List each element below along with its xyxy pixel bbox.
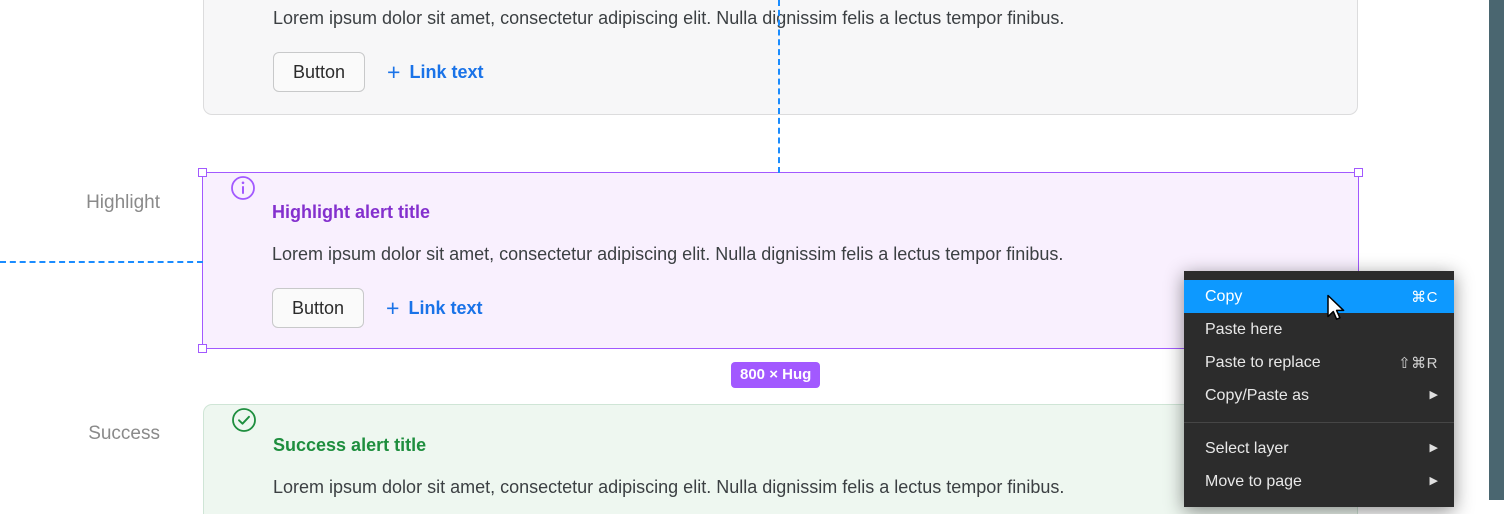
plus-icon: + xyxy=(387,59,401,85)
alert-highlight[interactable]: Highlight alert title Lorem ipsum dolor … xyxy=(203,173,1358,348)
check-circle-icon xyxy=(231,407,257,433)
alert-info-link-label: Link text xyxy=(409,62,484,82)
menu-item-label: Copy xyxy=(1205,287,1243,305)
alert-info-link[interactable]: + Link text xyxy=(387,59,484,85)
menu-item-copy[interactable]: Copy ⌘C xyxy=(1184,280,1454,313)
menu-separator xyxy=(1184,422,1454,423)
smart-guide-vertical xyxy=(778,0,780,173)
menu-item-label: Move to page xyxy=(1205,472,1302,490)
chevron-right-icon: ▶ xyxy=(1429,475,1438,487)
alert-success-title: Success alert title xyxy=(273,435,427,455)
menu-item-copy-paste-as[interactable]: Copy/Paste as ▶ xyxy=(1184,379,1454,412)
alert-highlight-link[interactable]: + Link text xyxy=(386,295,483,321)
chevron-right-icon: ▶ xyxy=(1429,442,1438,454)
menu-item-paste-to-replace[interactable]: Paste to replace ⇧⌘R xyxy=(1184,346,1454,379)
smart-guide-horizontal xyxy=(0,261,203,263)
alert-highlight-link-label: Link text xyxy=(408,298,483,318)
menu-item-label: Paste to replace xyxy=(1205,353,1321,371)
right-panel-strip xyxy=(1489,0,1504,500)
chevron-right-icon: ▶ xyxy=(1429,389,1438,401)
menu-item-move-to-page[interactable]: Move to page ▶ xyxy=(1184,465,1454,498)
alert-highlight-body: Lorem ipsum dolor sit amet, consectetur … xyxy=(272,244,1064,264)
row-label-success: Success xyxy=(88,423,160,444)
alert-success[interactable]: Success alert title Lorem ipsum dolor si… xyxy=(203,404,1358,514)
plus-icon: + xyxy=(386,295,400,321)
alert-info-actions: Button + Link text xyxy=(273,52,1357,92)
alert-info-button[interactable]: Button xyxy=(273,52,366,92)
alert-info[interactable]: Lorem ipsum dolor sit amet, consectetur … xyxy=(203,0,1358,115)
menu-item-label: Copy/Paste as xyxy=(1205,386,1310,404)
alert-highlight-actions: Button + Link text xyxy=(272,288,1358,328)
alert-info-body: Lorem ipsum dolor sit amet, consectetur … xyxy=(273,8,1065,28)
menu-item-shortcut: ⌘C xyxy=(1411,288,1438,306)
info-circle-icon xyxy=(230,175,256,201)
menu-item-label: Select layer xyxy=(1205,439,1289,457)
size-badge: 800 × Hug xyxy=(731,362,821,388)
menu-item-paste-here[interactable]: Paste here xyxy=(1184,313,1454,346)
alert-success-body: Lorem ipsum dolor sit amet, consectetur … xyxy=(273,477,1065,497)
row-label-highlight: Highlight xyxy=(86,192,160,213)
menu-item-shortcut: ⇧⌘R xyxy=(1398,354,1438,372)
menu-item-label: Paste here xyxy=(1205,320,1283,338)
alert-highlight-button[interactable]: Button xyxy=(272,288,365,328)
alert-highlight-title: Highlight alert title xyxy=(272,202,431,222)
menu-item-select-layer[interactable]: Select layer ▶ xyxy=(1184,432,1454,465)
